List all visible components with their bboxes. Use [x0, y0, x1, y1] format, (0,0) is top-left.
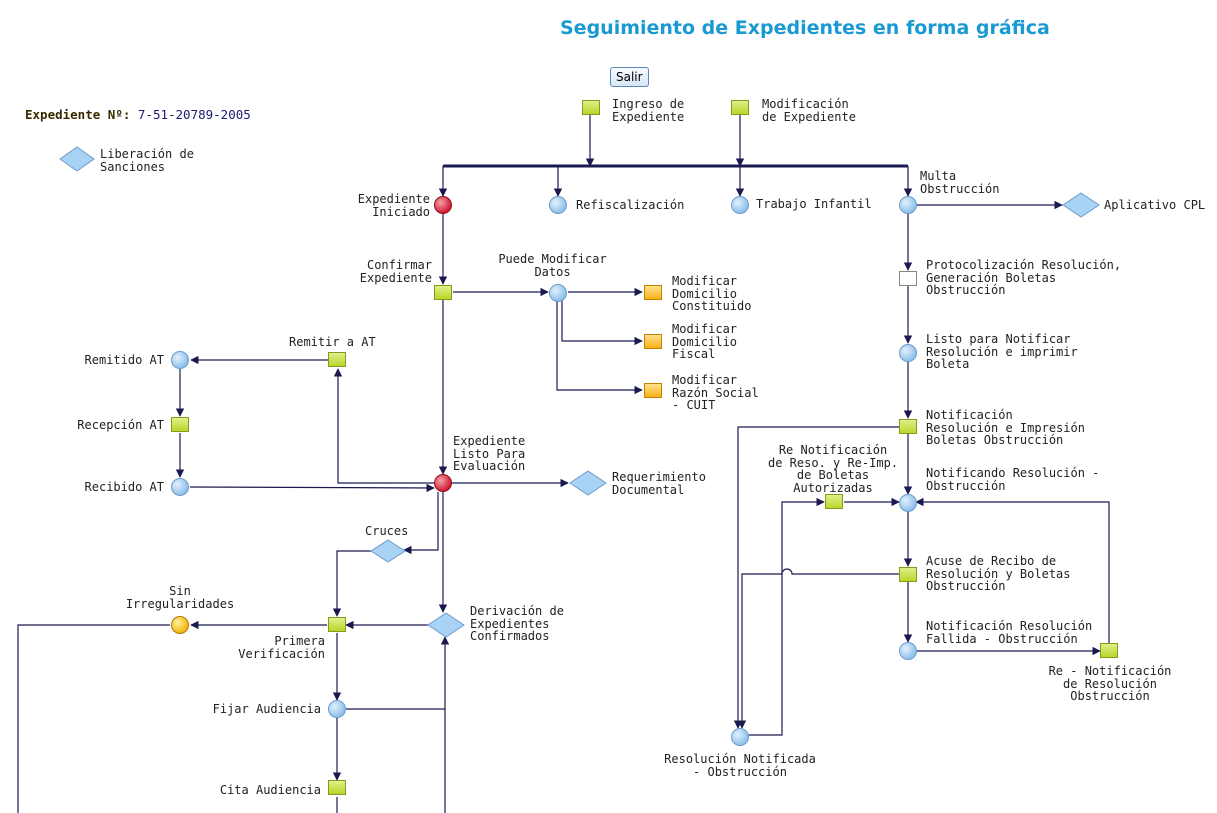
modificacion-expediente-node[interactable] [731, 100, 749, 115]
notificacion-resolucion-node[interactable] [899, 419, 917, 434]
notificacion-fallida-node[interactable] [899, 642, 917, 660]
primera-verificacion-node[interactable] [328, 617, 346, 632]
puede-modificar-datos-label: Puede Modificar Datos [498, 252, 607, 279]
liberacion-sanciones-label: Liberación de Sanciones [100, 147, 194, 174]
expediente-listo-node[interactable] [434, 474, 452, 492]
expediente-value: 7-51-20789-2005 [137, 107, 251, 122]
modificar-domicilio-fiscal-label: Modificar Domicilio Fiscal [672, 322, 738, 361]
protocolizacion-label: Protocolización Resolución, Generación B… [926, 258, 1122, 297]
refiscalizacion-label: Refiscalización [576, 198, 685, 212]
requerimiento-documental-label: Requerimiento Documental [612, 470, 706, 497]
modificar-domicilio-constituido-label: Modificar Domicilio Constituido [672, 274, 752, 313]
remitido-at-label: Remitido AT [84, 353, 164, 367]
recepcion-at-label: Recepción AT [77, 418, 164, 432]
salir-button[interactable]: Salir [610, 67, 649, 87]
trabajo-infantil-label: Trabajo Infantil [756, 197, 872, 211]
re-notificacion-reso-label: Re Notificación de Reso. y Re-Imp. de Bo… [767, 443, 899, 495]
trabajo-infantil-node[interactable] [731, 196, 749, 214]
recibido-at-node[interactable] [171, 478, 189, 496]
acuse-recibo-node[interactable] [899, 567, 917, 582]
notificacion-resolucion-label: Notificación Resolución e Impresión Bole… [926, 408, 1085, 447]
expediente-number: Expediente Nº: 7-51-20789-2005 [25, 107, 251, 122]
modificar-domicilio-fiscal-node[interactable] [644, 334, 662, 349]
modificacion-expediente-label: Modificación de Expediente [762, 97, 856, 124]
puede-modificar-datos-node[interactable] [549, 284, 567, 302]
sin-irregularidades-node[interactable] [171, 616, 189, 634]
confirmar-expediente-node[interactable] [434, 285, 452, 300]
re-notificacion-resolucion-node[interactable] [1100, 643, 1118, 658]
expediente-iniciado-node[interactable] [434, 196, 452, 214]
cita-audiencia-node[interactable] [328, 780, 346, 795]
listo-notificar-label: Listo para Notificar Resolución e imprim… [926, 332, 1078, 371]
resolucion-notificada-label: Resolución Notificada - Obstrucción [664, 752, 816, 779]
ingreso-expediente-node[interactable] [582, 100, 600, 115]
aplicativo-cpl-diamond [1062, 192, 1100, 218]
remitido-at-node[interactable] [171, 351, 189, 369]
modificar-razon-social-node[interactable] [644, 383, 662, 398]
notificacion-fallida-label: Notificación Resolución Fallida - Obstru… [926, 619, 1093, 646]
requerimiento-documental-diamond [569, 470, 607, 496]
re-notificacion-reso-node[interactable] [825, 494, 843, 509]
page-title: Seguimiento de Expedientes en forma gráf… [560, 17, 1050, 39]
confirmar-expediente-label: Confirmar Expediente [359, 258, 432, 285]
expediente-label: Expediente Nº: [25, 107, 131, 122]
modificar-domicilio-constituido-node[interactable] [644, 285, 662, 300]
multa-obstruccion-node[interactable] [899, 196, 917, 214]
recibido-at-label: Recibido AT [84, 480, 164, 494]
primera-verificacion-label: Primera Verificación [238, 634, 325, 661]
acuse-recibo-label: Acuse de Recibo de Resolución y Boletas … [926, 554, 1071, 593]
recepcion-at-node[interactable] [171, 417, 189, 432]
cruces-diamond [370, 539, 406, 563]
expediente-listo-label: Expediente Listo Para Evaluación [453, 434, 526, 473]
remitir-at-node[interactable] [328, 352, 346, 367]
refiscalizacion-node[interactable] [549, 196, 567, 214]
sin-irregularidades-label: Sin Irregularidades [125, 584, 235, 611]
liberacion-sanciones-diamond [59, 146, 95, 172]
ingreso-expediente-label: Ingreso de Expediente [612, 97, 685, 124]
derivacion-expedientes-diamond [427, 612, 465, 638]
fijar-audiencia-label: Fijar Audiencia [212, 702, 321, 716]
notificando-resolucion-node[interactable] [899, 494, 917, 512]
modificar-razon-social-label: Modificar Razón Social - CUIT [672, 373, 759, 412]
protocolizacion-node[interactable] [899, 271, 917, 286]
derivacion-expedientes-label: Derivación de Expedientes Confirmados [470, 604, 564, 643]
cita-audiencia-label: Cita Audiencia [219, 783, 321, 797]
multa-obstruccion-label: Multa Obstrucción [920, 169, 1000, 196]
re-notificacion-resolucion-label: Re - Notificación de Resolución Obstrucc… [1048, 664, 1172, 703]
notificando-resolucion-label: Notificando Resolución - Obstrucción [926, 466, 1100, 493]
fijar-audiencia-node[interactable] [328, 700, 346, 718]
resolucion-notificada-node[interactable] [731, 728, 749, 746]
aplicativo-cpl-label: Aplicativo CPL [1104, 198, 1206, 212]
listo-notificar-node[interactable] [899, 344, 917, 362]
remitir-at-label: Remitir a AT [289, 335, 376, 349]
cruces-label: Cruces [365, 524, 409, 538]
expediente-iniciado-label: Expediente Iniciado [357, 192, 430, 219]
